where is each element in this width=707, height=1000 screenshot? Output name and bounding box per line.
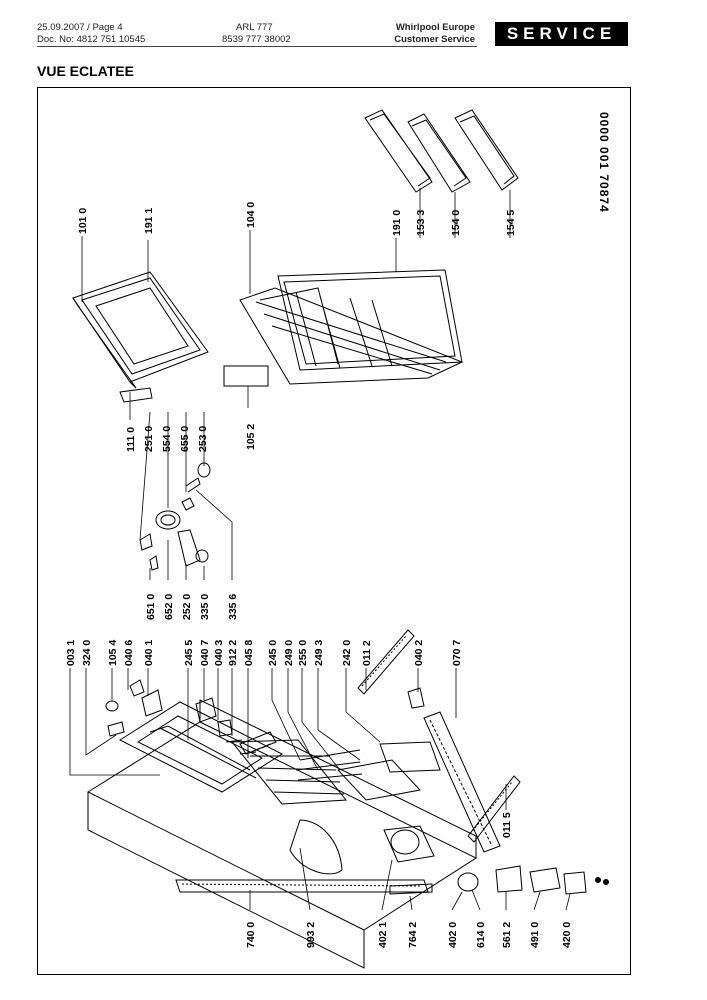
part-label: 040 7 <box>199 640 211 666</box>
part-label: 740 0 <box>245 922 257 948</box>
hinge-parts-drawing <box>105 679 257 758</box>
part-label: 491 0 <box>529 922 541 948</box>
part-label: 561 2 <box>501 922 513 948</box>
part-label: 245 5 <box>183 640 195 666</box>
part-label: 993 2 <box>305 922 317 948</box>
header-left: 25.09.2007 / Page 4 Doc. No: 4812 751 10… <box>37 22 145 46</box>
part-label: 324 0 <box>81 640 93 666</box>
leader-lines <box>69 188 571 911</box>
part-label: 045 8 <box>243 640 255 666</box>
company-name: Whirlpool Europe <box>395 22 475 33</box>
part-labels: 101 0 191 1 104 0 191 0 153 3 154 0 154 5 111 0… <box>65 202 573 948</box>
part-label: 249 3 <box>313 640 325 666</box>
part-label: 011 2 <box>361 640 373 666</box>
part-label: 249 0 <box>283 640 295 666</box>
part-label: 101 0 <box>77 208 89 234</box>
part-label: 252 0 <box>181 594 193 620</box>
header-rule <box>37 46 477 47</box>
part-label: 253 0 <box>197 426 209 452</box>
date-page: 25.09.2007 / Page 4 <box>37 22 123 33</box>
part-label: 040 3 <box>213 640 225 666</box>
header-middle: ARL 777 8539 777 38002 <box>222 22 291 46</box>
part-label: 191 1 <box>143 208 155 234</box>
part-label: 554 0 <box>161 426 173 452</box>
side-rails-drawing <box>357 629 521 853</box>
part-label: 040 1 <box>143 640 155 666</box>
header-right: Whirlpool Europe Customer Service <box>360 22 475 46</box>
part-label: 402 1 <box>377 922 389 948</box>
part-label: 070 7 <box>451 640 463 666</box>
part-label: 153 3 <box>415 210 427 236</box>
part-label: 912 2 <box>227 640 239 666</box>
door-shelves-drawing <box>364 109 519 193</box>
part-label: 191 0 <box>391 210 403 236</box>
drawing-number: 0000 001 70874 <box>597 112 611 213</box>
part-label: 242 0 <box>341 640 353 666</box>
part-label: 402 0 <box>447 922 459 948</box>
part-label: 040 6 <box>123 640 135 666</box>
diagram-frame <box>37 87 631 975</box>
part-label: 420 0 <box>561 922 573 948</box>
part-label: 154 0 <box>450 210 462 236</box>
doc-number: Doc. No: 4812 751 10545 <box>37 34 146 45</box>
part-label: 335 0 <box>199 594 211 620</box>
main-door-drawing <box>223 269 464 387</box>
part-label: 655 0 <box>179 426 191 452</box>
part-label: 105 4 <box>107 640 119 666</box>
part-label: 154 5 <box>505 210 517 236</box>
part-label: 011 5 <box>501 812 513 838</box>
page-title: VUE ECLATEE <box>37 63 134 79</box>
part-label: 003 1 <box>65 640 77 666</box>
small-parts-drawing <box>389 865 609 895</box>
thermostat-parts-drawing <box>139 462 211 571</box>
part-label: 764 2 <box>407 922 419 948</box>
model-name: ARL 777 <box>236 22 273 33</box>
part-label: 335 6 <box>227 594 239 620</box>
freezer-door-drawing <box>72 271 209 403</box>
model-code: 8539 777 38002 <box>222 34 291 45</box>
part-label: 245 0 <box>267 640 279 666</box>
part-label: 104 0 <box>245 202 257 228</box>
part-label: 251 0 <box>143 426 155 452</box>
part-label: 040 2 <box>413 640 425 666</box>
part-label: 111 0 <box>125 427 137 452</box>
part-label: 652 0 <box>163 594 175 620</box>
part-label: 614 0 <box>475 922 487 948</box>
part-label: 651 0 <box>145 594 157 620</box>
department-name: Customer Service <box>394 34 475 45</box>
service-badge: SERVICE <box>495 22 628 46</box>
part-label: 255 0 <box>297 640 309 666</box>
part-label: 105 2 <box>245 424 257 450</box>
